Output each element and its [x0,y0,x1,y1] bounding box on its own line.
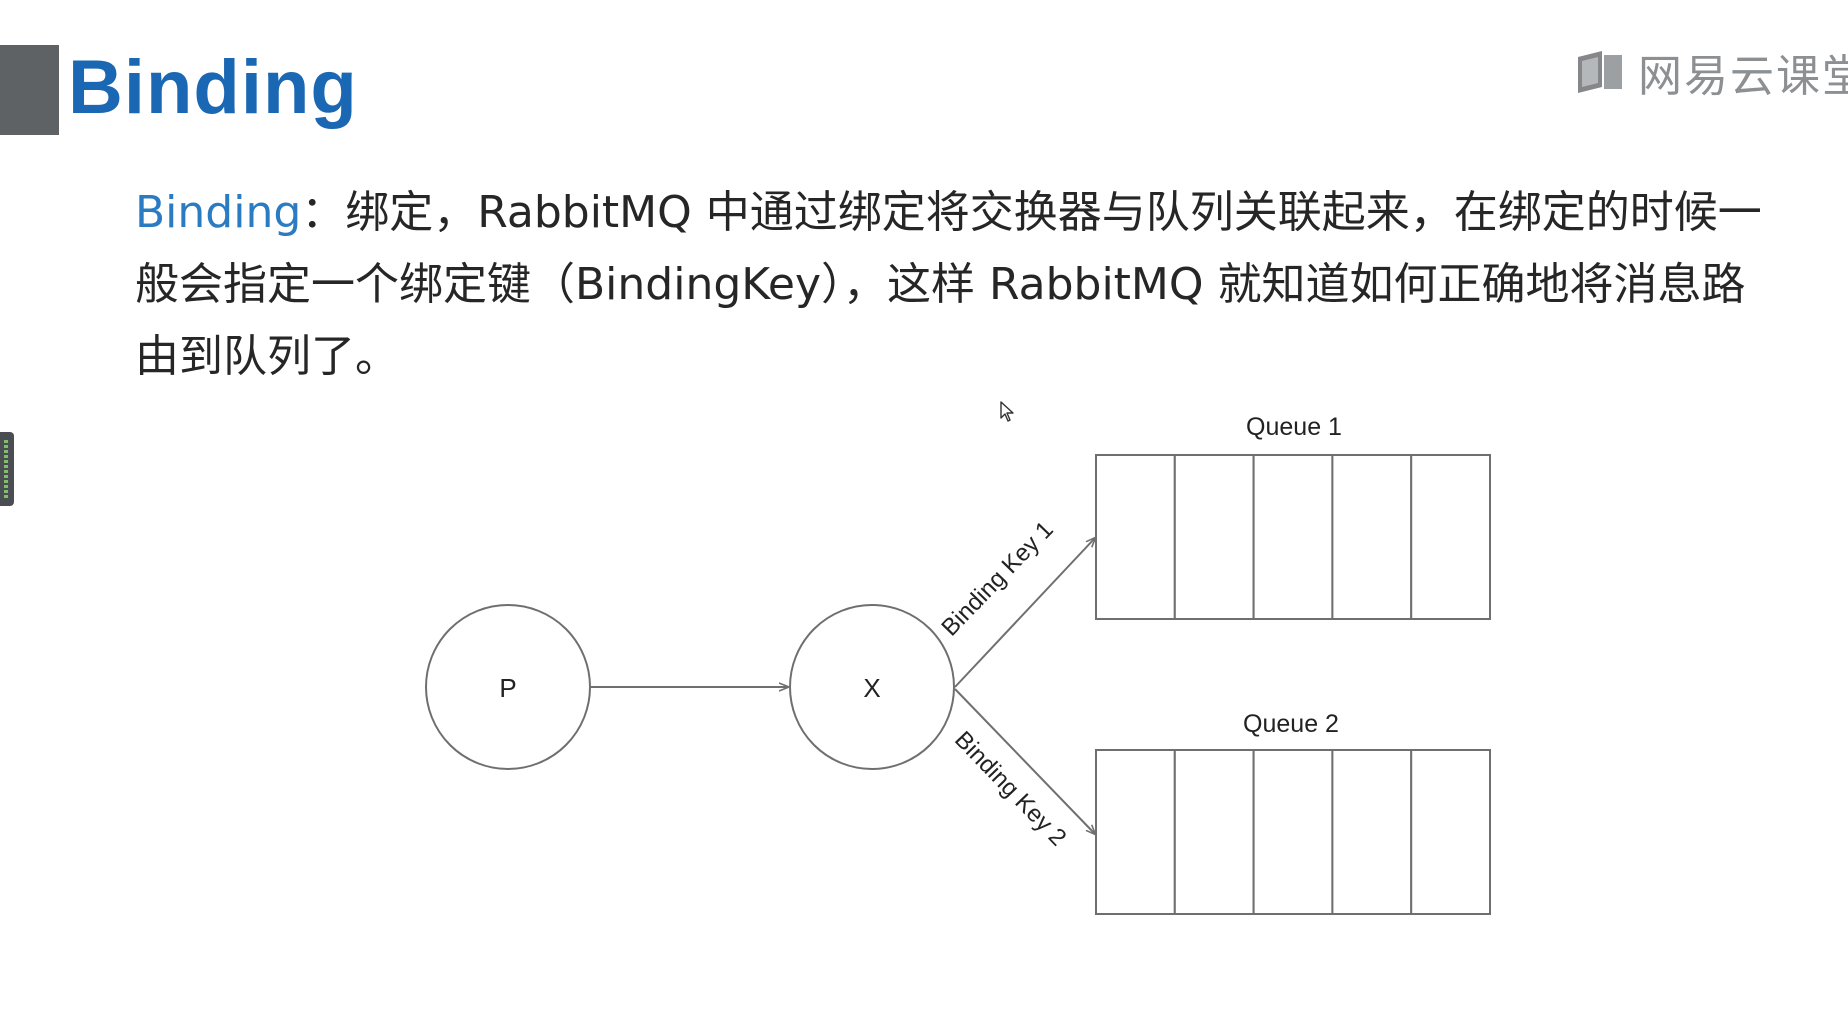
slide-title: Binding [68,45,358,130]
queue2-slot [1095,749,1176,915]
book-icon [1578,51,1622,93]
definition-paragraph: Binding：绑定，RabbitMQ 中通过绑定将交换器与队列关联起来，在绑定… [135,177,1785,393]
binding-arrow-queue2 [954,688,1095,834]
queue2-slot [1410,749,1491,915]
watermark-text: 网易云课堂 [1638,51,1848,102]
watermark-logo: 网易云课堂 [1576,42,1848,102]
queue2-slot [1252,749,1334,915]
mouse-pointer-icon [1000,401,1014,422]
exchange-node: X [789,604,955,770]
queue2-box [1095,749,1491,915]
binding-arrow-queue1 [954,538,1095,688]
definition-term: Binding [135,187,302,238]
queue1-box [1095,454,1491,620]
exchange-label: X [863,673,880,703]
queue1-slot [1095,454,1176,620]
queue2-label: Queue 2 [1243,710,1339,738]
producer-label: P [499,673,516,703]
queue1-slot [1252,454,1334,620]
side-volume-widget[interactable] [0,432,14,506]
title-accent-bar [0,45,59,135]
queue1-label: Queue 1 [1246,413,1342,441]
queue1-slot [1173,454,1255,620]
producer-node: P [425,604,591,770]
volume-level-bars [4,440,8,498]
definition-text: ：绑定，RabbitMQ 中通过绑定将交换器与队列关联起来，在绑定的时候一般会指… [135,187,1762,382]
queue2-slot [1173,749,1255,915]
binding-key1-label: Binding Key 1 [936,516,1058,641]
queue1-slot [1410,454,1491,620]
queue2-slot [1331,749,1413,915]
queue1-slot [1331,454,1413,620]
